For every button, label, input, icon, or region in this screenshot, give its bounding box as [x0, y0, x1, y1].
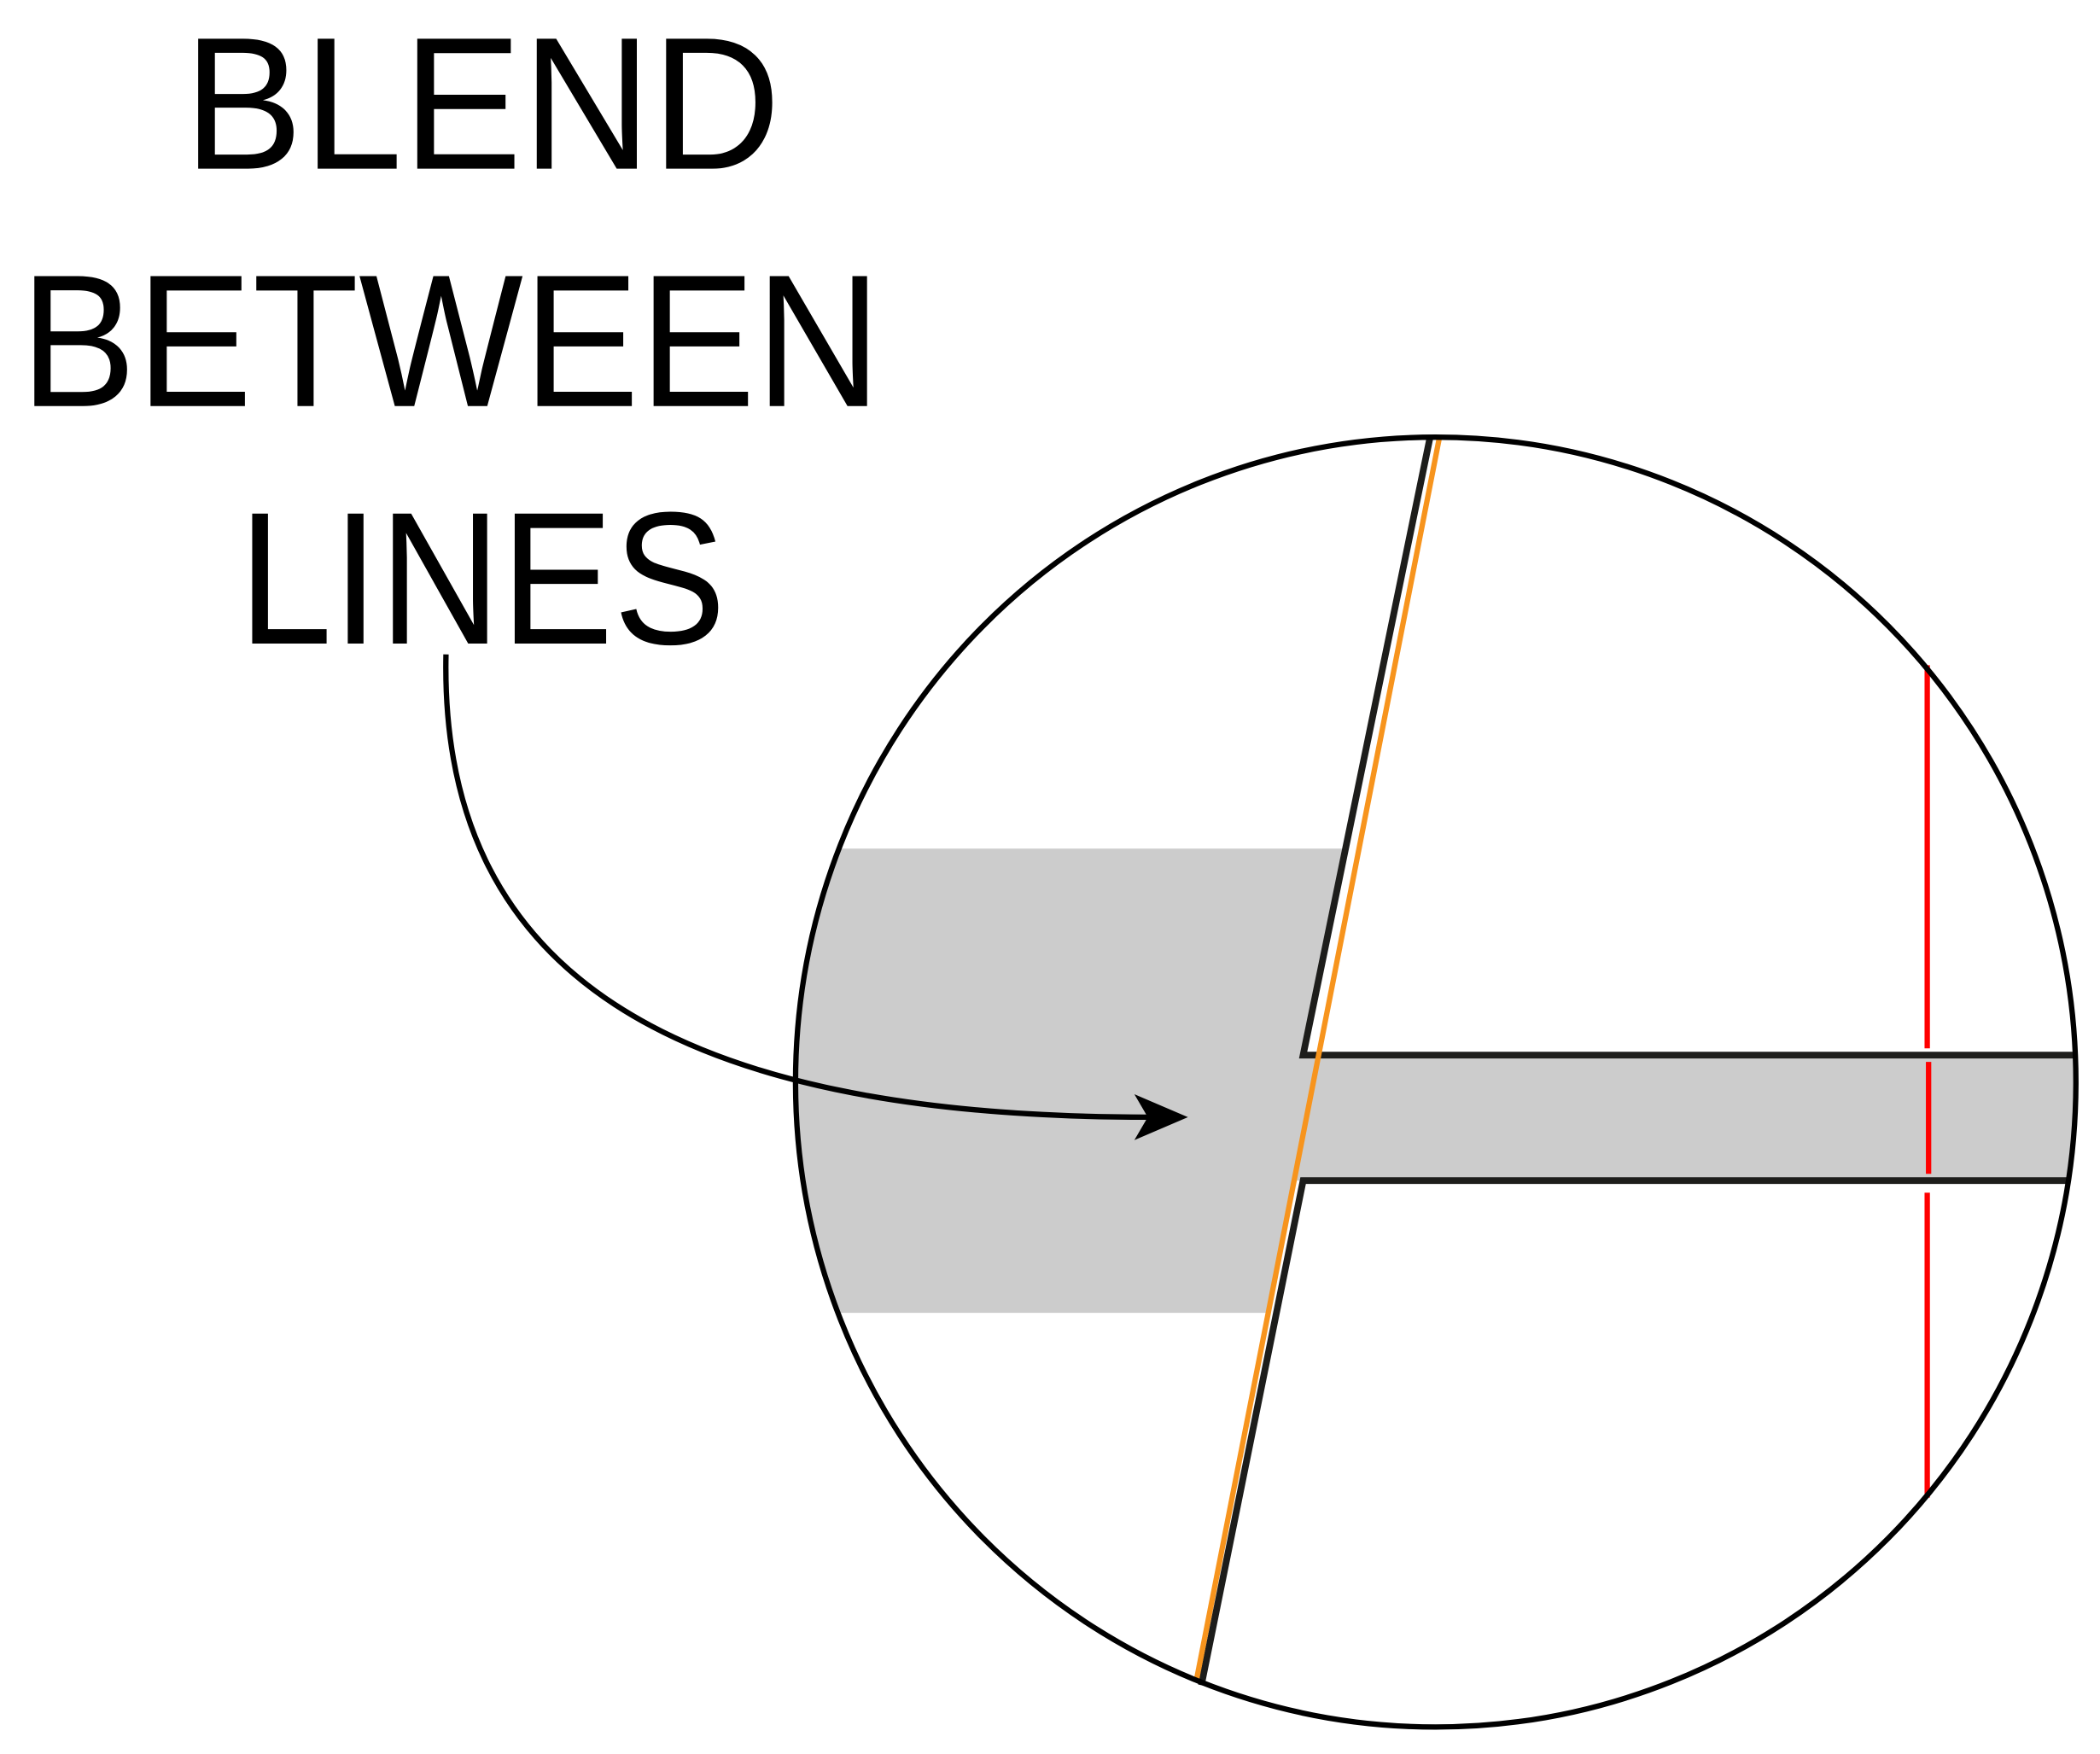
gray-blend-region	[795, 848, 2076, 1314]
lower-line-outline	[1198, 1177, 2071, 1687]
orange-guide-line	[1193, 434, 1443, 1683]
arrow-icon	[443, 654, 1188, 1140]
arrow-curve	[443, 654, 1148, 1121]
title-line-lines: LINES	[238, 472, 726, 684]
upper-line-outline	[1298, 434, 2078, 1059]
magnified-circle	[792, 434, 2079, 1730]
title-line-between: BETWEEN	[20, 235, 882, 446]
arrow-head	[1134, 1094, 1188, 1140]
title-line-blend: BLEND	[184, 0, 781, 209]
